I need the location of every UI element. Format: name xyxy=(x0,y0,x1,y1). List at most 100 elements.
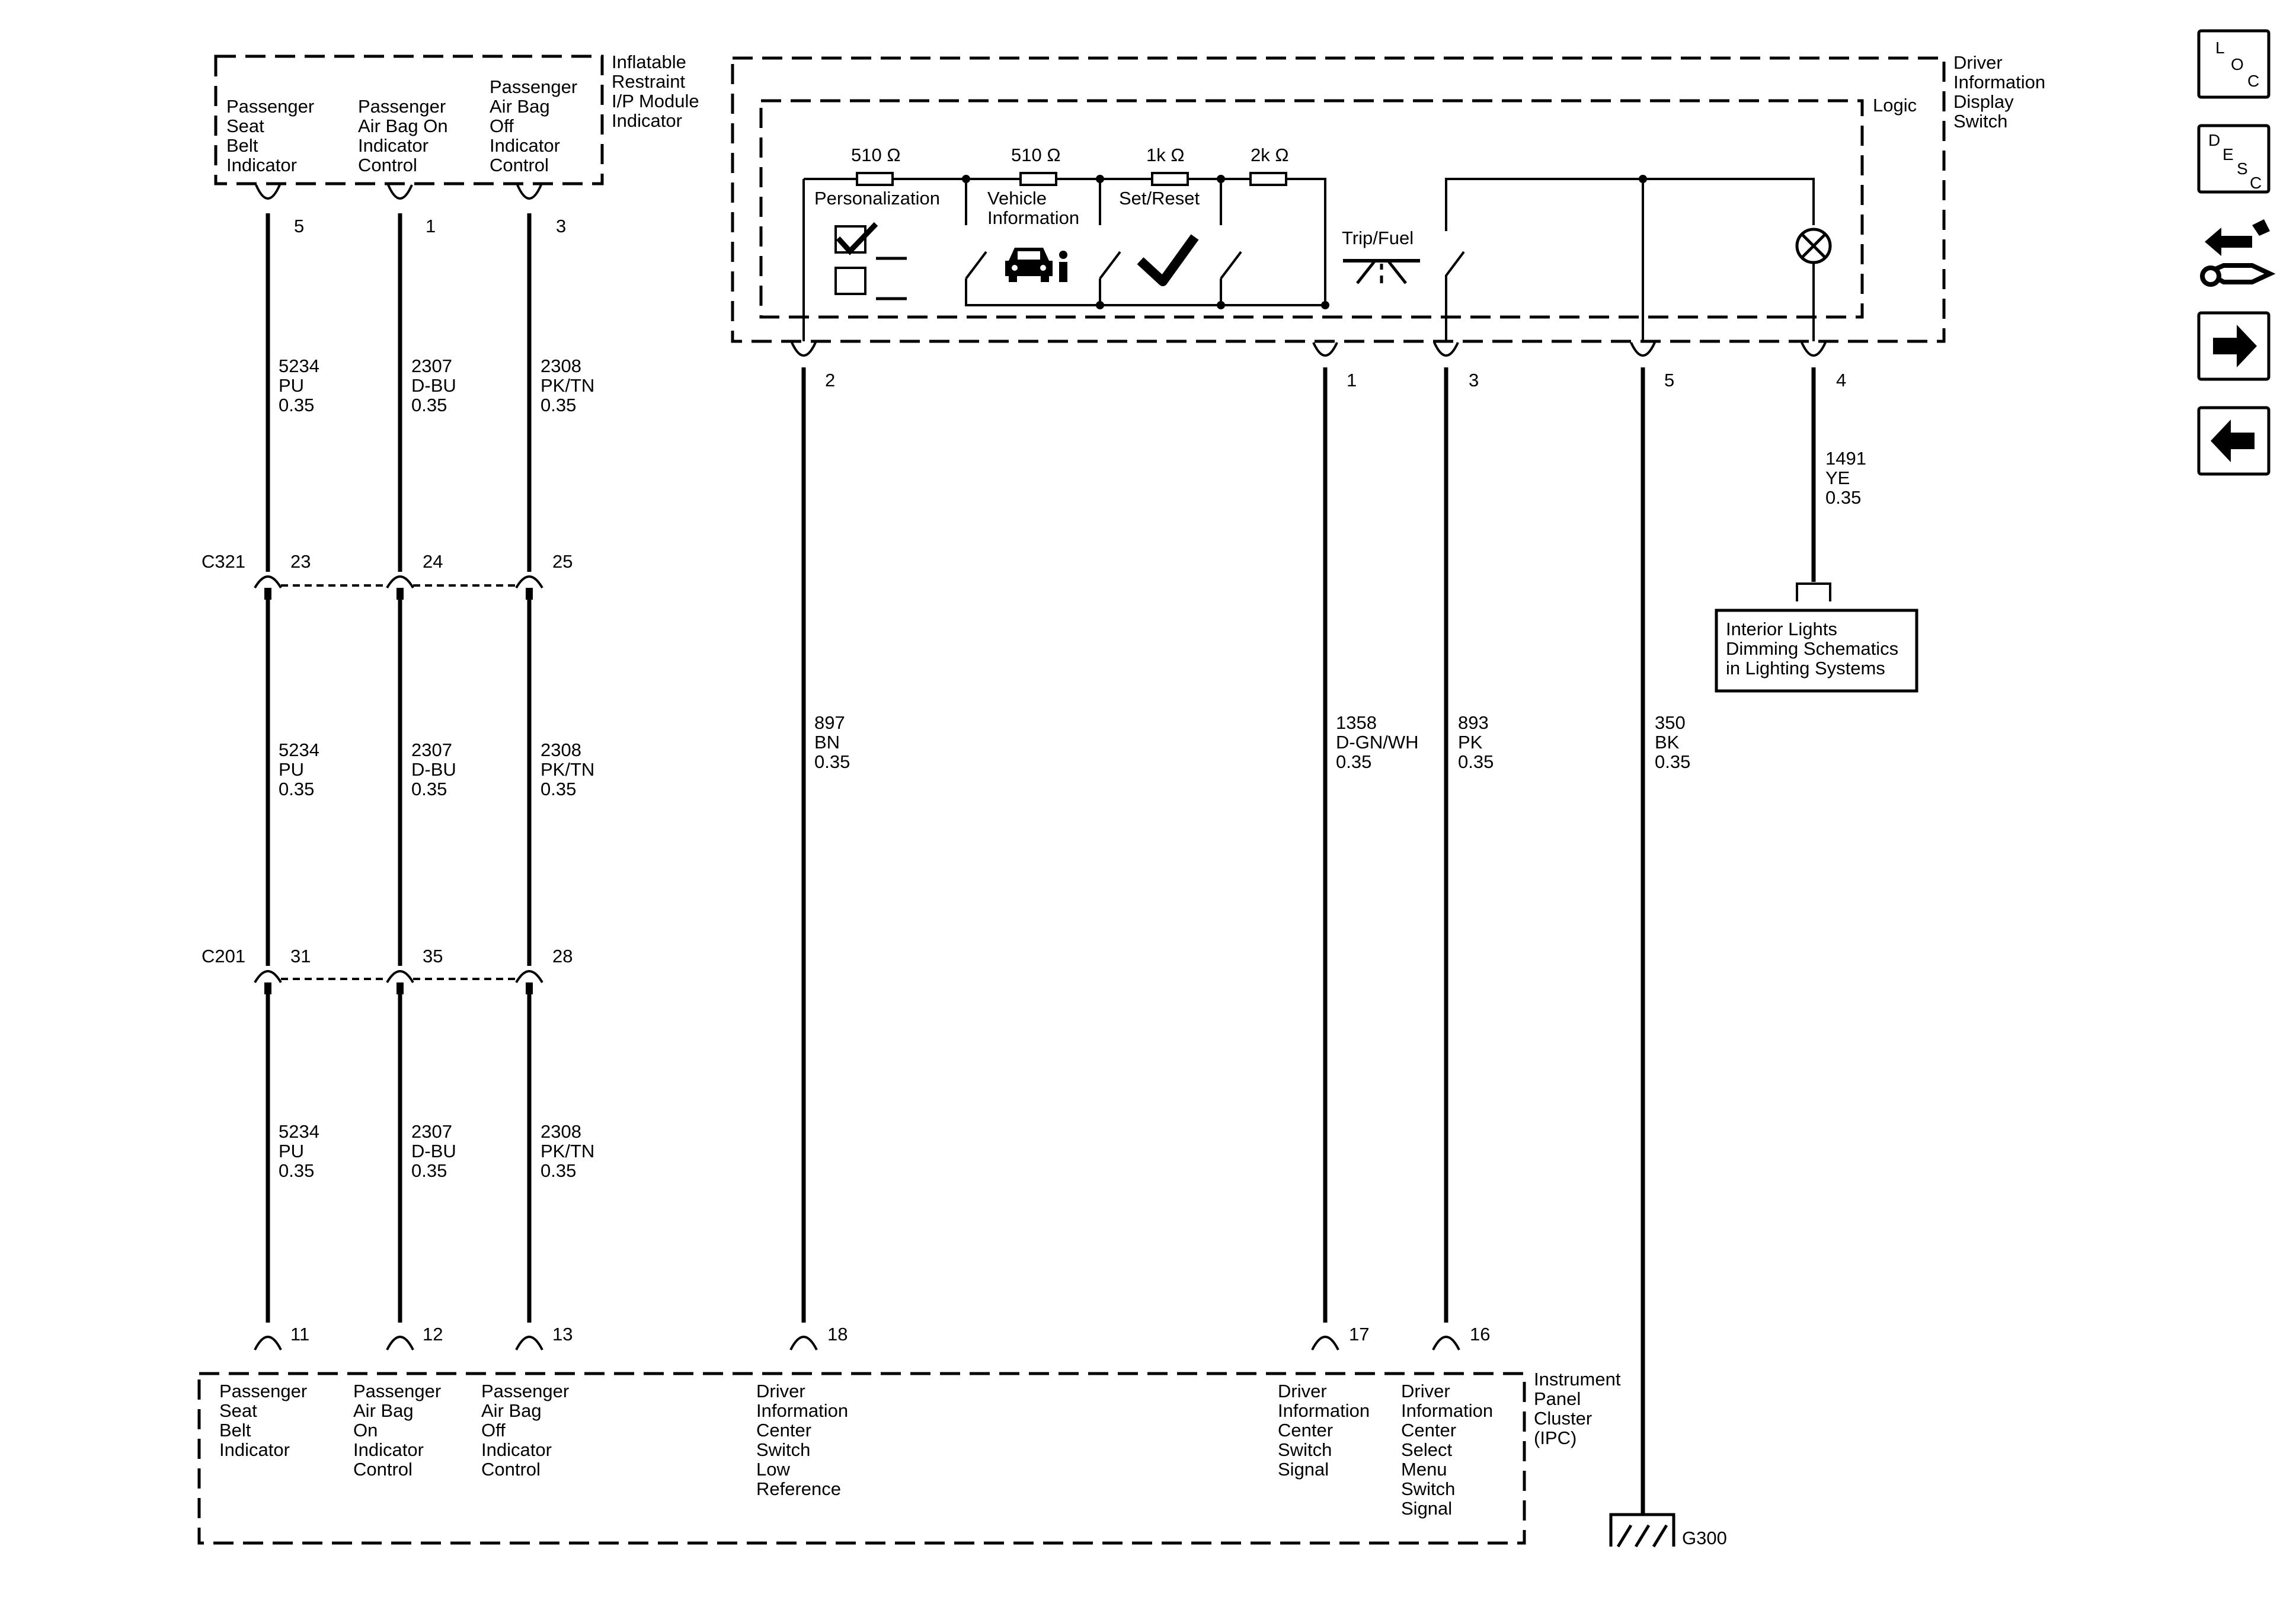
ipc-pin-label: Indicator xyxy=(219,1439,290,1460)
indicator-lamp-icon xyxy=(1795,228,1832,264)
wire-color: PK/TN xyxy=(541,375,594,396)
ipc-pin-label: Driver xyxy=(1401,1381,1450,1401)
dic-title-line2: Information xyxy=(1953,72,2045,92)
connector-wrench-icon[interactable] xyxy=(2200,219,2276,287)
description-button[interactable]: D E S C xyxy=(2197,124,2271,194)
wire-circuit: 1358 xyxy=(1336,712,1377,733)
wire-circuit: 2308 xyxy=(541,740,581,760)
irm-pin-label: Off xyxy=(490,116,514,136)
ipc-title-line3: Cluster xyxy=(1534,1408,1592,1429)
irm-title-line4: Indicator xyxy=(612,110,682,131)
interior-lights-reference[interactable] xyxy=(1715,609,1918,693)
set-reset-label: Set/Reset xyxy=(1119,188,1200,209)
wire-color: D-GN/WH xyxy=(1336,732,1418,753)
ipc-pin-label: Information xyxy=(756,1400,848,1421)
ipc-pin-label: Switch xyxy=(1278,1439,1332,1460)
wire-gauge: 0.35 xyxy=(411,395,447,415)
pin-number: 17 xyxy=(1349,1324,1369,1345)
resistor-value: 1k Ω xyxy=(1146,145,1185,165)
connector-label: C201 xyxy=(202,946,245,966)
ipc-pin-label: Control xyxy=(481,1459,541,1480)
ground-g300: G300 xyxy=(1609,1513,1727,1548)
loc-letter: C xyxy=(2247,72,2259,90)
wire-gauge: 0.35 xyxy=(814,751,850,772)
wire-circuit: 1491 xyxy=(1825,448,1866,469)
forward-arrow-button[interactable] xyxy=(2197,311,2271,381)
wire-circuit: 2307 xyxy=(411,740,452,760)
interior-lights-line: Interior Lights xyxy=(1726,619,1837,639)
ipc-pin-label: Indicator xyxy=(481,1439,552,1460)
ipc-pin-label: Air Bag xyxy=(353,1400,414,1421)
irm-pin-label: Seat xyxy=(226,116,264,136)
checklist-icon xyxy=(834,222,907,300)
pin-number: 23 xyxy=(290,551,311,572)
ipc-title-line1: Instrument xyxy=(1534,1369,1621,1390)
ipc-pin-label: Signal xyxy=(1278,1459,1329,1480)
pin-number: 18 xyxy=(827,1324,848,1345)
back-arrow-button[interactable] xyxy=(2197,406,2271,476)
wire-circuit: 2308 xyxy=(541,356,581,376)
wire-color: PU xyxy=(279,375,304,396)
wire-color: PK xyxy=(1458,732,1483,753)
wire-gauge: 0.35 xyxy=(1655,751,1690,772)
location-button[interactable]: L O C xyxy=(2197,29,2271,99)
wire-circuit: 2307 xyxy=(411,1121,452,1142)
desc-letter: S xyxy=(2237,159,2248,178)
interior-lights-line: Dimming Schematics xyxy=(1726,638,1898,659)
ipc-pin-label: Switch xyxy=(756,1439,810,1460)
ipc-pin-label: Menu xyxy=(1401,1459,1447,1480)
irm-pin-label: Air Bag On xyxy=(358,116,448,136)
wire-color: D-BU xyxy=(411,375,456,396)
wire-circuit: 5234 xyxy=(279,1121,319,1142)
trip-fuel-label: Trip/Fuel xyxy=(1342,228,1414,248)
ipc-pin-label: Reference xyxy=(756,1478,841,1499)
checkmark-icon xyxy=(1137,234,1199,286)
pin-number: 1 xyxy=(426,216,436,236)
pin-number: 35 xyxy=(423,946,443,966)
irm-pin-label: Indicator xyxy=(358,135,428,156)
wire-gauge: 0.35 xyxy=(541,395,576,415)
irm-pin-label: Control xyxy=(490,155,549,175)
wire-circuit: 2308 xyxy=(541,1121,581,1142)
wire-color: BN xyxy=(814,732,840,753)
dic-title-line1: Driver xyxy=(1953,52,2003,73)
wire-gauge: 0.35 xyxy=(541,1160,576,1181)
wire-gauge: 0.35 xyxy=(1825,487,1861,508)
ipc-pin-label: On xyxy=(353,1420,378,1441)
wire-color: PK/TN xyxy=(541,1141,594,1161)
pin-number: 3 xyxy=(1469,370,1479,391)
wire-gauge: 0.35 xyxy=(411,1160,447,1181)
wire-gauge: 0.35 xyxy=(279,1160,314,1181)
inflatable-restraint-module: Inflatable Restraint I/P Module Indicato… xyxy=(214,52,699,236)
ipc-pin-label: Off xyxy=(481,1420,506,1441)
pin-number: 11 xyxy=(290,1324,309,1345)
pin-number: 4 xyxy=(1836,370,1846,391)
ipc-pin-label: Information xyxy=(1278,1400,1370,1421)
irm-title-line2: Restraint xyxy=(612,71,685,92)
wire-gauge: 0.35 xyxy=(279,779,314,799)
connector-c321: C321 23 24 25 xyxy=(202,551,573,600)
wire-color: PK/TN xyxy=(541,759,594,780)
vehicle-info-label: Information xyxy=(987,207,1079,228)
loc-letter: L xyxy=(2215,39,2225,57)
wire-gauge: 0.35 xyxy=(1458,751,1494,772)
resistor-value: 510 Ω xyxy=(1011,145,1061,165)
pin-number: 13 xyxy=(552,1324,573,1345)
resistor-value: 2k Ω xyxy=(1251,145,1289,165)
pin-number: 31 xyxy=(290,946,311,966)
pin-number: 24 xyxy=(423,551,443,572)
ipc-pin-label: Low xyxy=(756,1459,790,1480)
left-wires: C321 23 24 25 C201 31 35 28 5 xyxy=(202,184,594,1323)
wire-color: PU xyxy=(279,1141,304,1161)
wire-circuit: 2307 xyxy=(411,356,452,376)
ipc-pin-label: Passenger xyxy=(481,1381,569,1401)
vehicle-info-icon xyxy=(1005,248,1067,282)
resistor-value: 510 Ω xyxy=(851,145,901,165)
ipc-title-line2: Panel xyxy=(1534,1388,1581,1409)
logic-label: Logic xyxy=(1873,95,1917,116)
desc-letter: D xyxy=(2208,131,2220,149)
connector-c201: C201 31 35 28 xyxy=(202,946,573,994)
irm-pin-label: Control xyxy=(358,155,417,175)
ipc-pin-label: Signal xyxy=(1401,1498,1452,1519)
